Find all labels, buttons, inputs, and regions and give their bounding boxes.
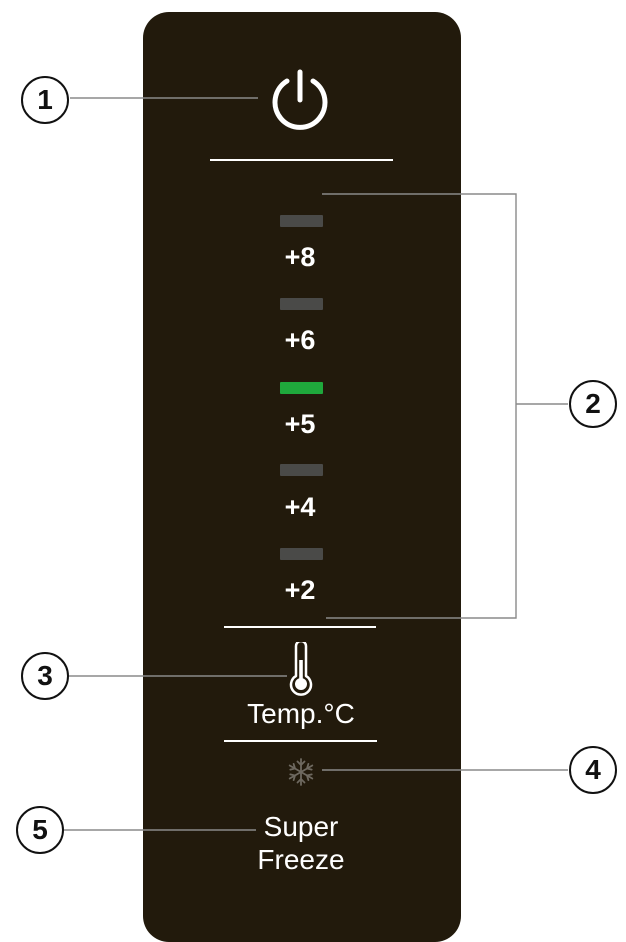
- temp-button-label: Temp.°C: [247, 698, 355, 729]
- callout-4: 4: [569, 746, 617, 794]
- temp-button[interactable]: Temp.°C: [240, 640, 362, 732]
- callout-5: 5: [16, 806, 64, 854]
- led-indicator-2: [280, 548, 323, 560]
- temp-level-label: +6: [284, 325, 316, 355]
- thermometer-icon: [289, 642, 313, 696]
- power-icon: [272, 69, 328, 130]
- divider-middle: [224, 626, 376, 628]
- divider-top: [210, 159, 393, 161]
- power-button[interactable]: [262, 66, 338, 134]
- temp-level-label: +4: [284, 492, 316, 522]
- super-freeze-label-line2: Freeze: [257, 844, 345, 875]
- led-indicator-8: [280, 215, 323, 227]
- temp-level-label: +2: [284, 575, 316, 605]
- led-indicator-5: [280, 382, 323, 394]
- temp-level-label: +5: [284, 409, 316, 439]
- callout-3: 3: [21, 652, 69, 700]
- temp-level-label: +8: [284, 242, 316, 272]
- snowflake-icon: [288, 758, 314, 786]
- callout-2: 2: [569, 380, 617, 428]
- super-freeze-label-line1: Super: [263, 811, 339, 842]
- led-indicator-4: [280, 464, 323, 476]
- callout-1: 1: [21, 76, 69, 124]
- led-indicator-6: [280, 298, 323, 310]
- divider-bottom: [224, 740, 377, 742]
- super-freeze-button[interactable]: Super Freeze: [236, 755, 366, 875]
